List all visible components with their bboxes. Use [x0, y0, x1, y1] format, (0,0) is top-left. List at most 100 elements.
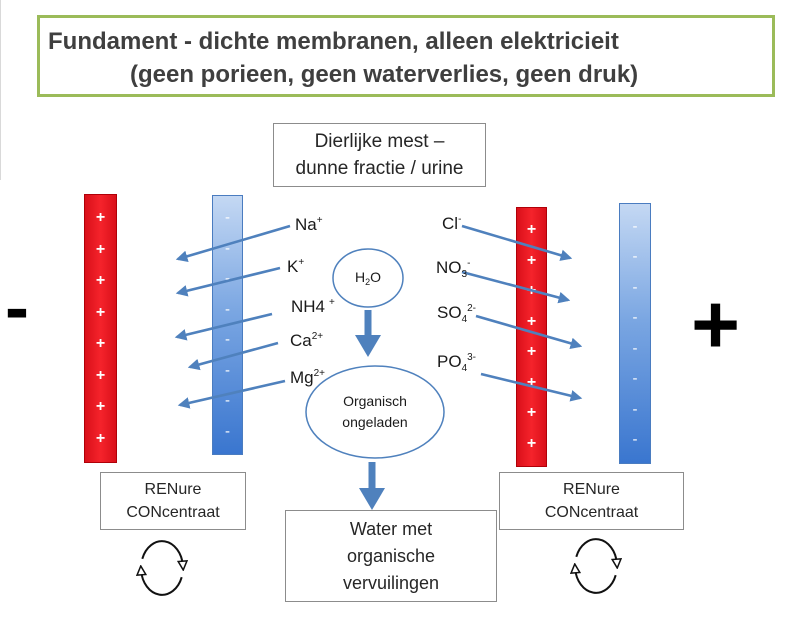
ion-symbol: Na — [295, 215, 317, 234]
arrow-calcium — [187, 341, 279, 371]
plus-sign: + — [526, 312, 537, 330]
minus-sign: - — [225, 270, 230, 288]
arrow-chloride — [461, 224, 573, 261]
plus-sign: + — [526, 434, 537, 452]
water-subscript: 2 — [365, 277, 371, 287]
ion-symbol: NO — [436, 258, 462, 277]
ion-symbol: Mg — [290, 368, 314, 387]
arrow-magnesium — [177, 379, 286, 409]
plus-sign: + — [526, 251, 537, 269]
ion-charge: + — [298, 257, 305, 268]
anion-membrane-right: - - - - - - - - — [619, 203, 651, 464]
minus-sign: - — [225, 422, 230, 440]
concentrate-box-right: RENure CONcentraat — [499, 472, 684, 530]
minus-sign: - — [632, 309, 638, 327]
minus-sign: - — [225, 392, 230, 410]
ion-label-sodium: Na+ — [295, 215, 323, 235]
ion-subscript: 4 — [461, 314, 468, 325]
output-line-2: organische — [346, 545, 436, 566]
output-line-3: vervuilingen — [342, 572, 440, 593]
concentrate-right-line-2: CONcentraat — [544, 504, 639, 521]
concentrate-left-line-2: CONcentraat — [126, 504, 220, 521]
ion-charge: + — [329, 297, 335, 308]
plus-sign: + — [95, 366, 106, 384]
plus-sign: + — [95, 209, 106, 227]
organic-line-1: Organisch — [343, 393, 407, 409]
ion-charge: 3- — [467, 352, 477, 363]
ion-label-chloride: Cl- — [442, 214, 461, 234]
plus-sign: + — [526, 221, 537, 239]
water-o: O — [370, 269, 382, 285]
plus-sign: + — [95, 398, 106, 416]
plus-sign: + — [526, 343, 537, 361]
plus-sign: + — [95, 335, 106, 353]
plus-sign: + — [526, 373, 537, 391]
ion-charge: - — [458, 214, 462, 225]
ion-charge: 2- — [467, 303, 477, 314]
ion-symbol: SO — [437, 303, 462, 322]
ion-subscript: 3 — [461, 269, 468, 280]
title-box: Fundament - dichte membranen, alleen ele… — [37, 15, 775, 97]
arrow-sulfate — [475, 314, 583, 350]
arrow-down-water-head — [355, 335, 381, 357]
ion-label-potassium: K+ — [287, 257, 304, 277]
concentrate-box-left: RENure CONcentraat — [100, 472, 246, 530]
minus-sign: - — [225, 239, 230, 257]
anode-sign: + — [691, 277, 741, 371]
water-label: H2O — [333, 267, 403, 288]
minus-sign: - — [632, 217, 638, 235]
minus-sign: - — [225, 300, 230, 318]
ion-charge: 2+ — [311, 331, 324, 342]
plus-sign: + — [95, 272, 106, 290]
ion-label-nitrate: NO3- — [436, 258, 470, 280]
plus-sign: + — [95, 429, 106, 447]
ion-subscript: 4 — [461, 363, 468, 374]
ion-symbol: Cl — [442, 214, 459, 233]
title-line-2: (geen porieen, geen waterverlies, geen d… — [130, 61, 639, 88]
minus-sign: - — [225, 361, 230, 379]
water-h: H — [354, 269, 366, 285]
anion-membrane-left: - - - - - - - - — [212, 195, 243, 455]
minus-sign: - — [632, 339, 638, 357]
output-box: Water met organische vervuilingen — [285, 510, 497, 602]
cathode-sign: - — [5, 268, 29, 348]
minus-sign: - — [632, 278, 638, 296]
minus-sign: - — [632, 400, 638, 418]
ion-label-sulfate: SO42- — [437, 303, 477, 325]
plus-sign: + — [95, 240, 106, 258]
slide-edge-line — [0, 0, 1, 180]
feed-box: Dierlijke mest – dunne fractie / urine — [273, 123, 486, 187]
concentrate-left-line-1: RENure — [144, 481, 202, 498]
ion-label-phosphate: PO43- — [437, 352, 477, 374]
organic-label: Organisch ongeladen — [307, 391, 443, 433]
minus-sign: - — [632, 431, 638, 449]
arrow-ammonium — [174, 312, 273, 341]
minus-sign: - — [225, 209, 230, 227]
arrow-nitrate — [461, 270, 571, 304]
recirculation-right-icon — [575, 538, 617, 594]
ion-symbol: K — [287, 257, 299, 276]
arrow-sodium — [175, 224, 291, 262]
plus-sign: + — [95, 303, 106, 321]
output-line-1: Water met — [349, 518, 433, 539]
feed-line-2: dunne fractie / urine — [295, 158, 464, 179]
water-ellipse — [332, 248, 404, 308]
ion-charge: + — [316, 215, 323, 226]
ion-label-magnesium: Mg2+ — [290, 368, 325, 388]
minus-sign: - — [632, 370, 638, 388]
ion-symbol: PO — [437, 352, 462, 371]
organic-ellipse — [305, 365, 445, 459]
ion-charge: 2+ — [313, 368, 326, 379]
ion-label-calcium: Ca2+ — [290, 331, 323, 351]
arrow-down-output-head — [359, 488, 385, 510]
arrow-phosphate — [480, 372, 583, 402]
minus-sign: - — [632, 248, 638, 266]
plus-sign: + — [526, 404, 537, 422]
cation-membrane-left: + + + + + + + + — [84, 194, 117, 463]
organic-line-2: ongeladen — [342, 414, 408, 430]
recirculation-left-icon — [141, 540, 183, 596]
ion-symbol: Ca — [290, 331, 312, 350]
ion-label-ammonium: NH4+ — [291, 297, 335, 317]
arrow-potassium — [175, 266, 281, 297]
